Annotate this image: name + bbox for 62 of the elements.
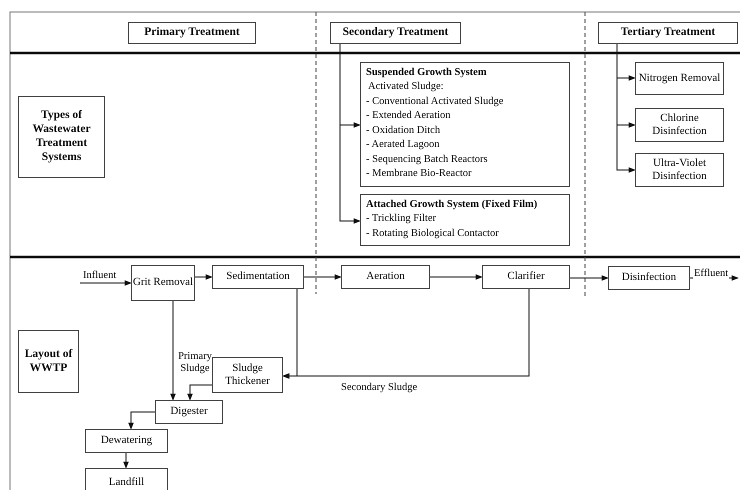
arrow xyxy=(430,274,483,280)
arrow xyxy=(123,452,129,469)
box-label: Layout of WWTP xyxy=(24,348,74,376)
process-box xyxy=(635,153,724,187)
box-label: Grit Removal xyxy=(132,276,194,290)
list-item: - Aerated Lagoon xyxy=(366,138,440,152)
arrow xyxy=(616,44,636,173)
heading-box xyxy=(598,22,738,44)
list-heading: Attached Growth System (Fixed Film) xyxy=(366,198,538,212)
box-label: Primary Treatment xyxy=(144,26,240,40)
box-label: Aeration xyxy=(366,270,405,284)
list-item: Activated Sludge: xyxy=(367,80,444,94)
box-label: Secondary Treatment xyxy=(342,26,448,40)
box-label: Disinfection xyxy=(622,271,676,285)
arrow xyxy=(170,300,176,401)
box-label: Types of Wastewater Treatment Systems xyxy=(31,109,92,165)
list-item: - Membrane Bio-Reactor xyxy=(366,167,472,182)
process-box xyxy=(341,265,430,289)
list-item: - Trickling Filter xyxy=(366,212,436,226)
process-box xyxy=(212,265,304,289)
process-box xyxy=(482,265,570,289)
edge-label: Effluent xyxy=(693,268,730,280)
list-box xyxy=(360,194,570,246)
arrow xyxy=(304,274,342,280)
list-item: - Extended Aeration xyxy=(366,109,451,124)
arrow xyxy=(570,275,609,281)
arrow xyxy=(194,274,213,280)
process-box xyxy=(85,429,168,453)
arrow xyxy=(80,280,132,286)
heading-box xyxy=(18,96,105,178)
heading-box xyxy=(330,22,461,44)
process-box xyxy=(131,265,195,301)
box-label: Landfill xyxy=(108,476,144,490)
arrow xyxy=(187,384,212,401)
process-box xyxy=(155,400,223,424)
list-item: - Conventional Activated Sludge xyxy=(366,94,504,109)
box-label: Ultra-Violet Disinfection xyxy=(651,156,708,184)
process-box xyxy=(635,62,724,95)
box-label: Dewatering xyxy=(100,434,152,448)
box-label: Clarifier xyxy=(507,270,545,284)
list-heading: Suspended Growth System xyxy=(366,66,487,80)
list-item: - Sequencing Batch Reactors xyxy=(366,152,488,167)
edge-label: Secondary Sludge xyxy=(340,382,418,394)
process-box xyxy=(212,357,283,393)
box-label: Nitrogen Removal xyxy=(638,72,720,86)
list-item: - Oxidation Ditch xyxy=(366,124,440,138)
heading-box xyxy=(128,22,256,44)
list-item: - Rotating Biological Contactor xyxy=(366,226,499,241)
box-label: Sedimentation xyxy=(226,270,290,284)
process-box xyxy=(85,468,168,490)
box-label: Digester xyxy=(170,405,208,419)
arrow xyxy=(282,288,530,379)
box-label: Sludge Thickener xyxy=(224,362,271,388)
box-label: Tertiary Treatment xyxy=(620,26,716,40)
heading-box xyxy=(18,330,79,393)
arrow xyxy=(128,412,156,430)
list-box xyxy=(360,62,570,187)
process-box xyxy=(635,108,724,142)
edge-label: Primary Sludge xyxy=(177,351,213,374)
box-label: Chlorine Disinfection xyxy=(651,112,708,138)
process-box xyxy=(608,266,690,290)
arrow xyxy=(340,44,361,224)
